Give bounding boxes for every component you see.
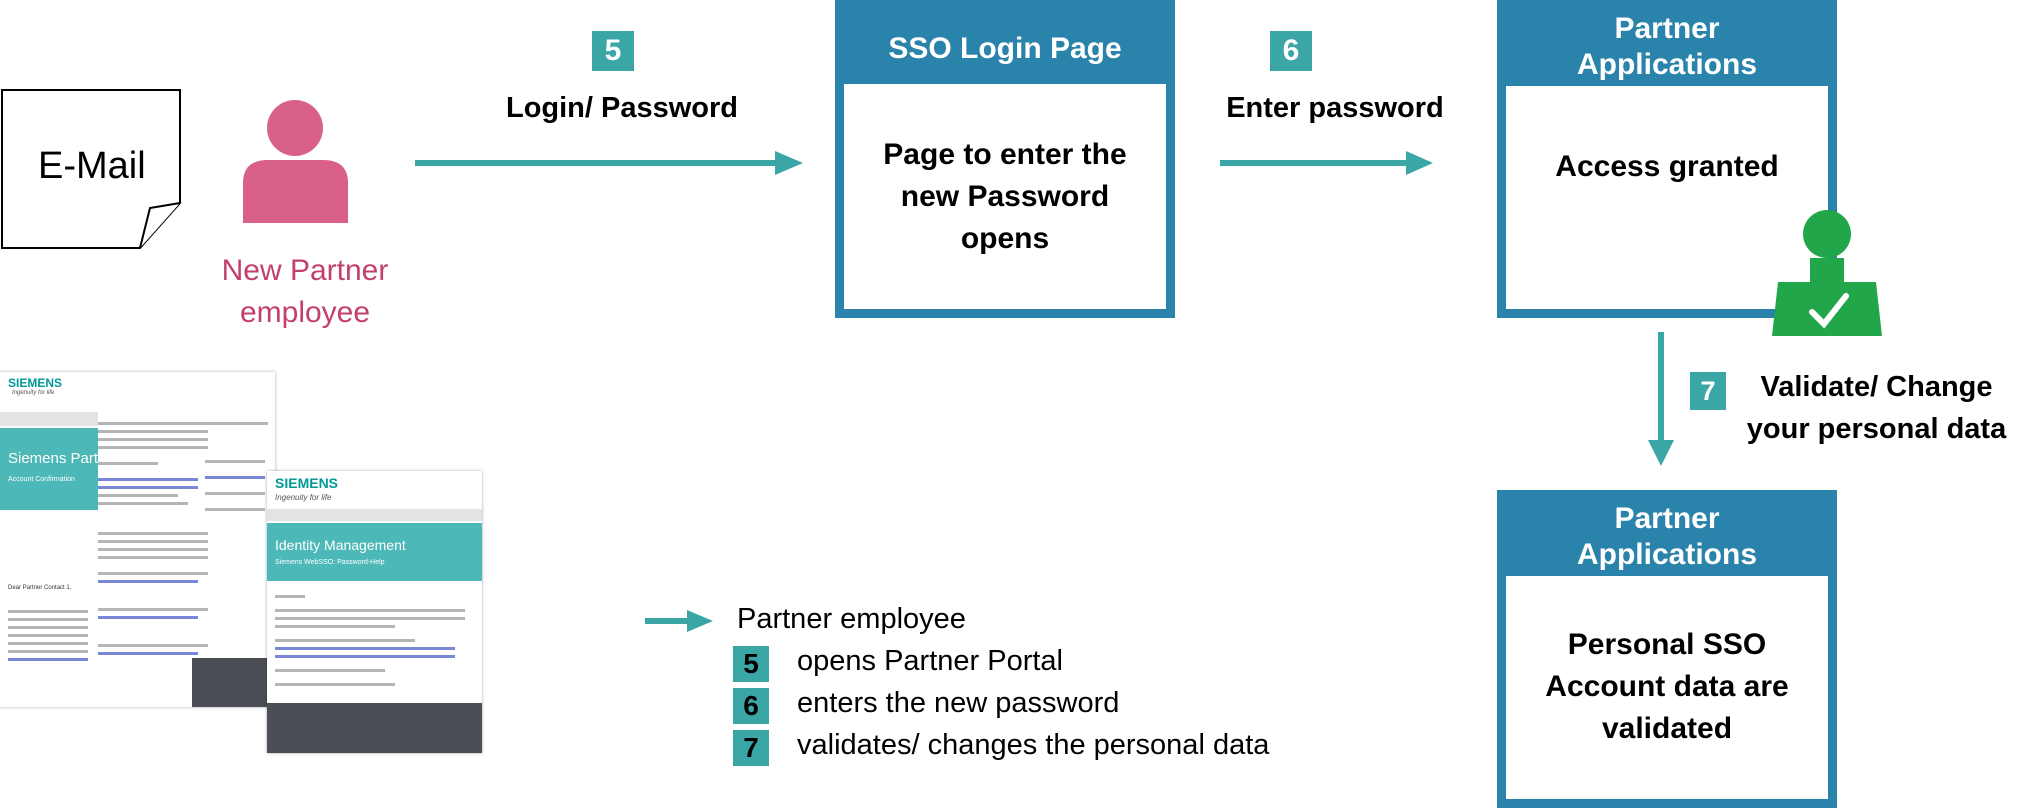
partner-box2-title-line1: Partner [1614,502,1720,535]
partner-box1-title-line2: Applications [1576,48,1757,81]
partner-box1-title: Partner Applications [1506,9,1828,86]
email1-banner-title: Siemens Partne [8,450,115,467]
siemens-logo: SIEMENS [275,475,339,491]
step7-label: Validate/ Change your personal data [1730,366,2023,450]
arrow-right-icon [415,151,803,175]
legend-badge-5: 5 [733,646,769,682]
step5-label: Login/ Password [505,92,739,124]
arrow-down-icon [1648,332,1674,466]
partner-box2-title-line2: Applications [1576,538,1757,571]
step6-badge: 6 [1270,31,1312,71]
actor-line1: New Partner [221,254,389,287]
email1-greeting: Dear Partner Contact 1, [8,585,72,591]
siemens-tagline: Ingenuity for life [12,390,55,396]
step5-badge: 5 [592,31,634,71]
step7-line2: your personal data [1746,413,2007,445]
legend-text-7: validates/ changes the personal data [797,729,1270,761]
legend-text-6: enters the new password [797,687,1120,719]
sso-body-line3: opens [960,221,1050,255]
partner-apps-box-2: Partner Applications Personal SSO Accoun… [1497,490,1837,808]
email-label: E-Mail [38,145,146,187]
actor-line2: employee [239,296,371,329]
sso-box-body: Page to enter the new Password opens [844,84,1166,309]
email2-banner-sub: Siemens WebSSO: Password-Help [275,559,385,566]
partner-box1-title-line1: Partner [1614,12,1720,45]
siemens-tagline: Ingenuity for life [275,493,332,502]
partner-box2-title: Partner Applications [1506,499,1828,576]
sso-body-line2: new Password [900,179,1110,213]
partner-box2-body: Personal SSO Account data are validated [1506,574,1828,799]
legend-title: Partner employee [737,603,966,635]
email1-banner-sub: Account Confirmation [8,476,75,483]
step6-label: Enter password [1226,92,1444,124]
actor-label: New Partner employee [200,250,410,334]
arrow-right-icon [1220,151,1433,175]
email-preview-account-confirmation: SIEMENS Ingenuity for life Siemens Partn… [0,372,275,707]
partner-box2-body-line2: Account data are [1545,669,1789,703]
step7-badge: 7 [1690,372,1726,410]
legend-badge-6: 6 [733,688,769,724]
step7-line1: Validate/ Change [1760,371,1993,403]
partner-apps-box-1: Partner Applications Access granted [1497,0,1837,318]
legend-text-5: opens Partner Portal [797,645,1063,677]
email1-banner: Siemens Partne Account Confirmation [0,428,115,510]
user-check-icon [1772,210,1882,336]
siemens-logo: SIEMENS [8,376,63,390]
sso-login-box: SSO Login Page Page to enter the new Pas… [835,0,1175,318]
sso-body-line1: Page to enter the [883,137,1127,171]
legend-badge-7: 7 [733,730,769,766]
email-preview-password-help: SIEMENS Ingenuity for life Identity Mana… [267,471,482,753]
email2-banner-title: Identity Management [275,537,406,553]
sso-box-title: SSO Login Page [844,9,1166,84]
person-icon [243,100,348,223]
partner-box2-body-line1: Personal SSO [1567,627,1767,661]
email2-banner: Identity Management Siemens WebSSO: Pass… [267,523,482,581]
partner-box2-body-line3: validated [1601,711,1733,745]
email-note-shape [1,89,181,249]
legend-arrow-icon [645,610,713,632]
partner-box1-body: Access granted [1555,149,1779,183]
